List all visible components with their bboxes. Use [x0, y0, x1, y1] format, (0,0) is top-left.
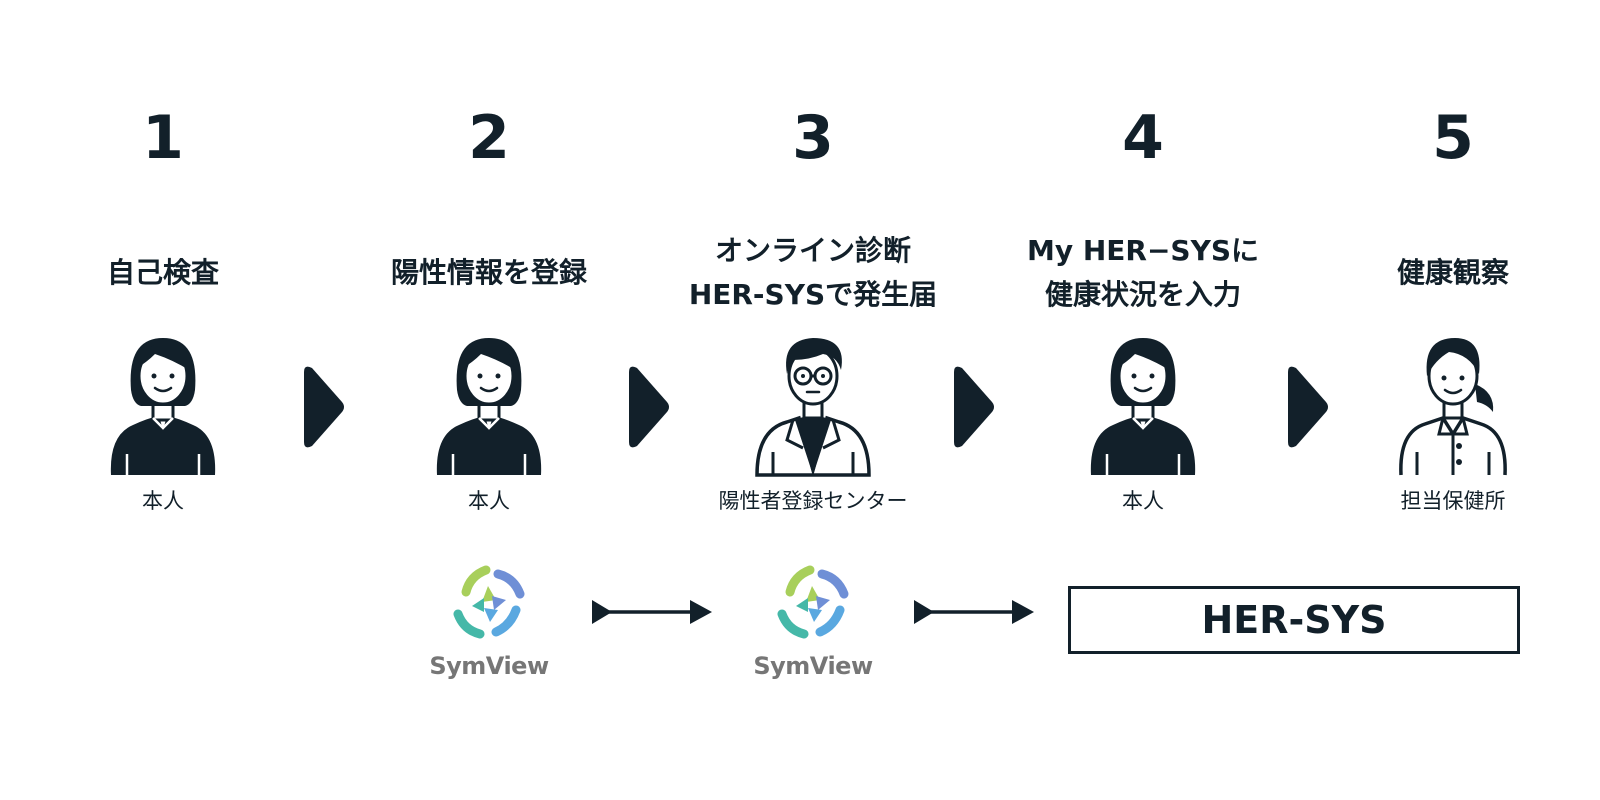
chevron-right-icon: [948, 362, 998, 452]
step-title-1-line-1: 自己検査: [106, 256, 219, 289]
step-title-4-line-2: 健康状況を入力: [1044, 278, 1241, 311]
arrow-right-icon: [590, 598, 714, 626]
step-role-2: 本人: [468, 489, 510, 513]
step-title-5-line-1: 健康観察: [1396, 256, 1509, 289]
step-number-1: 1: [142, 103, 184, 173]
symview-logo-text: SymView: [753, 652, 873, 680]
step-title-3: オンライン診断 HER-SYSで発生届: [653, 218, 973, 328]
symview-logo: SymView: [753, 560, 873, 690]
step-number-2: 2: [468, 103, 510, 173]
arrow-right-icon: [912, 598, 1036, 626]
person-icon: [419, 330, 559, 480]
symview-logo-icon: [768, 560, 858, 650]
symview-logo-icon: [444, 560, 534, 650]
health-worker-icon: [1383, 330, 1523, 480]
hersys-box: HER-SYS: [1068, 586, 1520, 654]
step-title-3-line-1: オンライン診断: [714, 234, 911, 267]
step-role-1: 本人: [142, 489, 184, 513]
chevron-right-icon: [298, 362, 348, 452]
step-title-4-line-1: My HER−SYSに: [1026, 234, 1260, 267]
person-icon: [1073, 330, 1213, 480]
step-number-3: 3: [792, 103, 834, 173]
person-icon: [93, 330, 233, 480]
step-number-5: 5: [1432, 103, 1474, 173]
chevron-right-icon: [623, 362, 673, 452]
step-title-4: My HER−SYSに 健康状況を入力: [983, 218, 1303, 328]
step-role-3: 陽性者登録センター: [718, 489, 908, 513]
step-title-5: 健康観察: [1293, 218, 1600, 328]
symview-logo-text: SymView: [429, 652, 549, 680]
chevron-right-icon: [1282, 362, 1332, 452]
step-title-3-line-2: HER-SYSで発生届: [688, 278, 938, 311]
step-title-2-line-1: 陽性情報を登録: [390, 256, 587, 289]
hersys-label: HER-SYS: [1201, 598, 1387, 642]
step-title-2: 陽性情報を登録: [329, 218, 649, 328]
symview-logo: SymView: [429, 560, 549, 690]
doctor-icon: [743, 330, 883, 480]
step-role-5: 担当保健所: [1400, 489, 1506, 513]
step-number-4: 4: [1122, 103, 1164, 173]
step-title-1: 自己検査: [3, 218, 323, 328]
step-role-4: 本人: [1122, 489, 1164, 513]
